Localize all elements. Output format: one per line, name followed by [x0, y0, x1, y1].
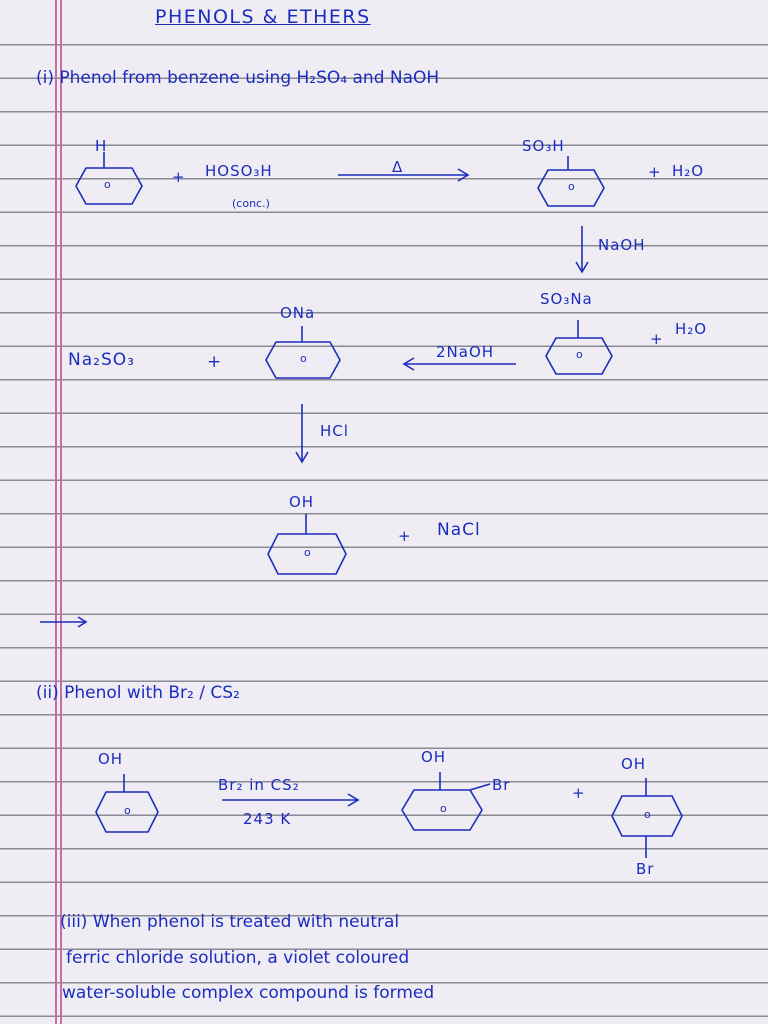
benzene-ring: [75, 152, 143, 205]
para-product-substituent: OH: [621, 755, 647, 773]
ortho-bromophenol-ring: [401, 772, 491, 831]
byproduct-water: H₂O: [672, 162, 705, 180]
arrow-3-label: 2NaOH: [436, 343, 495, 361]
section-3-line-1: (iii) When phenol is treated with neutra…: [60, 912, 400, 932]
plus-sign: +: [572, 784, 586, 802]
section-3-line-3: water-soluble complex compound is formed: [62, 983, 435, 1003]
ring-center-mark: o: [576, 348, 583, 361]
bromination-arrow-label-bottom: 243 K: [243, 810, 292, 828]
sodium-phenoxide-ring: [265, 326, 341, 379]
reagent-formula: HOSO₃H: [205, 162, 273, 180]
section-2-heading: (ii) Phenol with Br₂ / CS₂: [36, 683, 240, 703]
phenol-ring: [95, 774, 159, 833]
page-title: PHENOLS & ETHERS: [155, 6, 371, 28]
plus-sign: +: [650, 330, 664, 348]
reagent-note: (conc.): [232, 197, 270, 210]
para-bromo-label: Br: [636, 860, 655, 878]
para-bromophenol-ring: [611, 778, 683, 858]
phenol-ring: [267, 514, 347, 575]
ring-center-mark: o: [304, 546, 311, 559]
product-1-substituent: SO₃H: [522, 137, 565, 155]
sodium-benzenesulfonate-ring: [545, 320, 613, 375]
section-1-heading: (i) Phenol from benzene using H₂SO₄ and …: [36, 68, 440, 88]
section-3-line-2: ferric chloride solution, a violet colou…: [66, 948, 410, 968]
byproduct-nacl: NaCl: [437, 520, 481, 540]
sodium-sulfite: Na₂SO₃: [68, 350, 135, 370]
benzenesulfonic-acid-ring: [537, 156, 605, 207]
bromination-arrow-label-top: Br₂ in CS₂: [218, 776, 300, 794]
margin-line: [60, 0, 62, 1024]
arrow-2-label: NaOH: [598, 236, 646, 254]
ortho-product-substituent: OH: [421, 748, 447, 766]
ring-center-mark: o: [568, 180, 575, 193]
byproduct-water: H₂O: [675, 320, 708, 338]
ring-center-mark: o: [124, 804, 131, 817]
plus-sign: +: [172, 168, 186, 186]
plus-sign: +: [398, 527, 412, 545]
phenol-substituent: OH: [98, 750, 124, 768]
ring-center-mark: o: [440, 802, 447, 815]
plus-sign: +: [207, 352, 223, 372]
arrow-1-label: Δ: [392, 158, 404, 176]
margin-line: [55, 0, 57, 1024]
arrow-4-label: HCl: [320, 422, 349, 440]
ring-center-mark: o: [104, 178, 111, 191]
product-4-substituent: OH: [289, 493, 315, 511]
plus-sign: +: [648, 163, 662, 181]
ring-center-mark: o: [644, 808, 651, 821]
product-3-substituent: ONa: [280, 304, 316, 322]
benzene-substituent: H: [95, 137, 108, 155]
product-2-substituent: SO₃Na: [540, 290, 593, 308]
ring-center-mark: o: [300, 352, 307, 365]
ortho-bromo-label: Br: [492, 776, 511, 794]
